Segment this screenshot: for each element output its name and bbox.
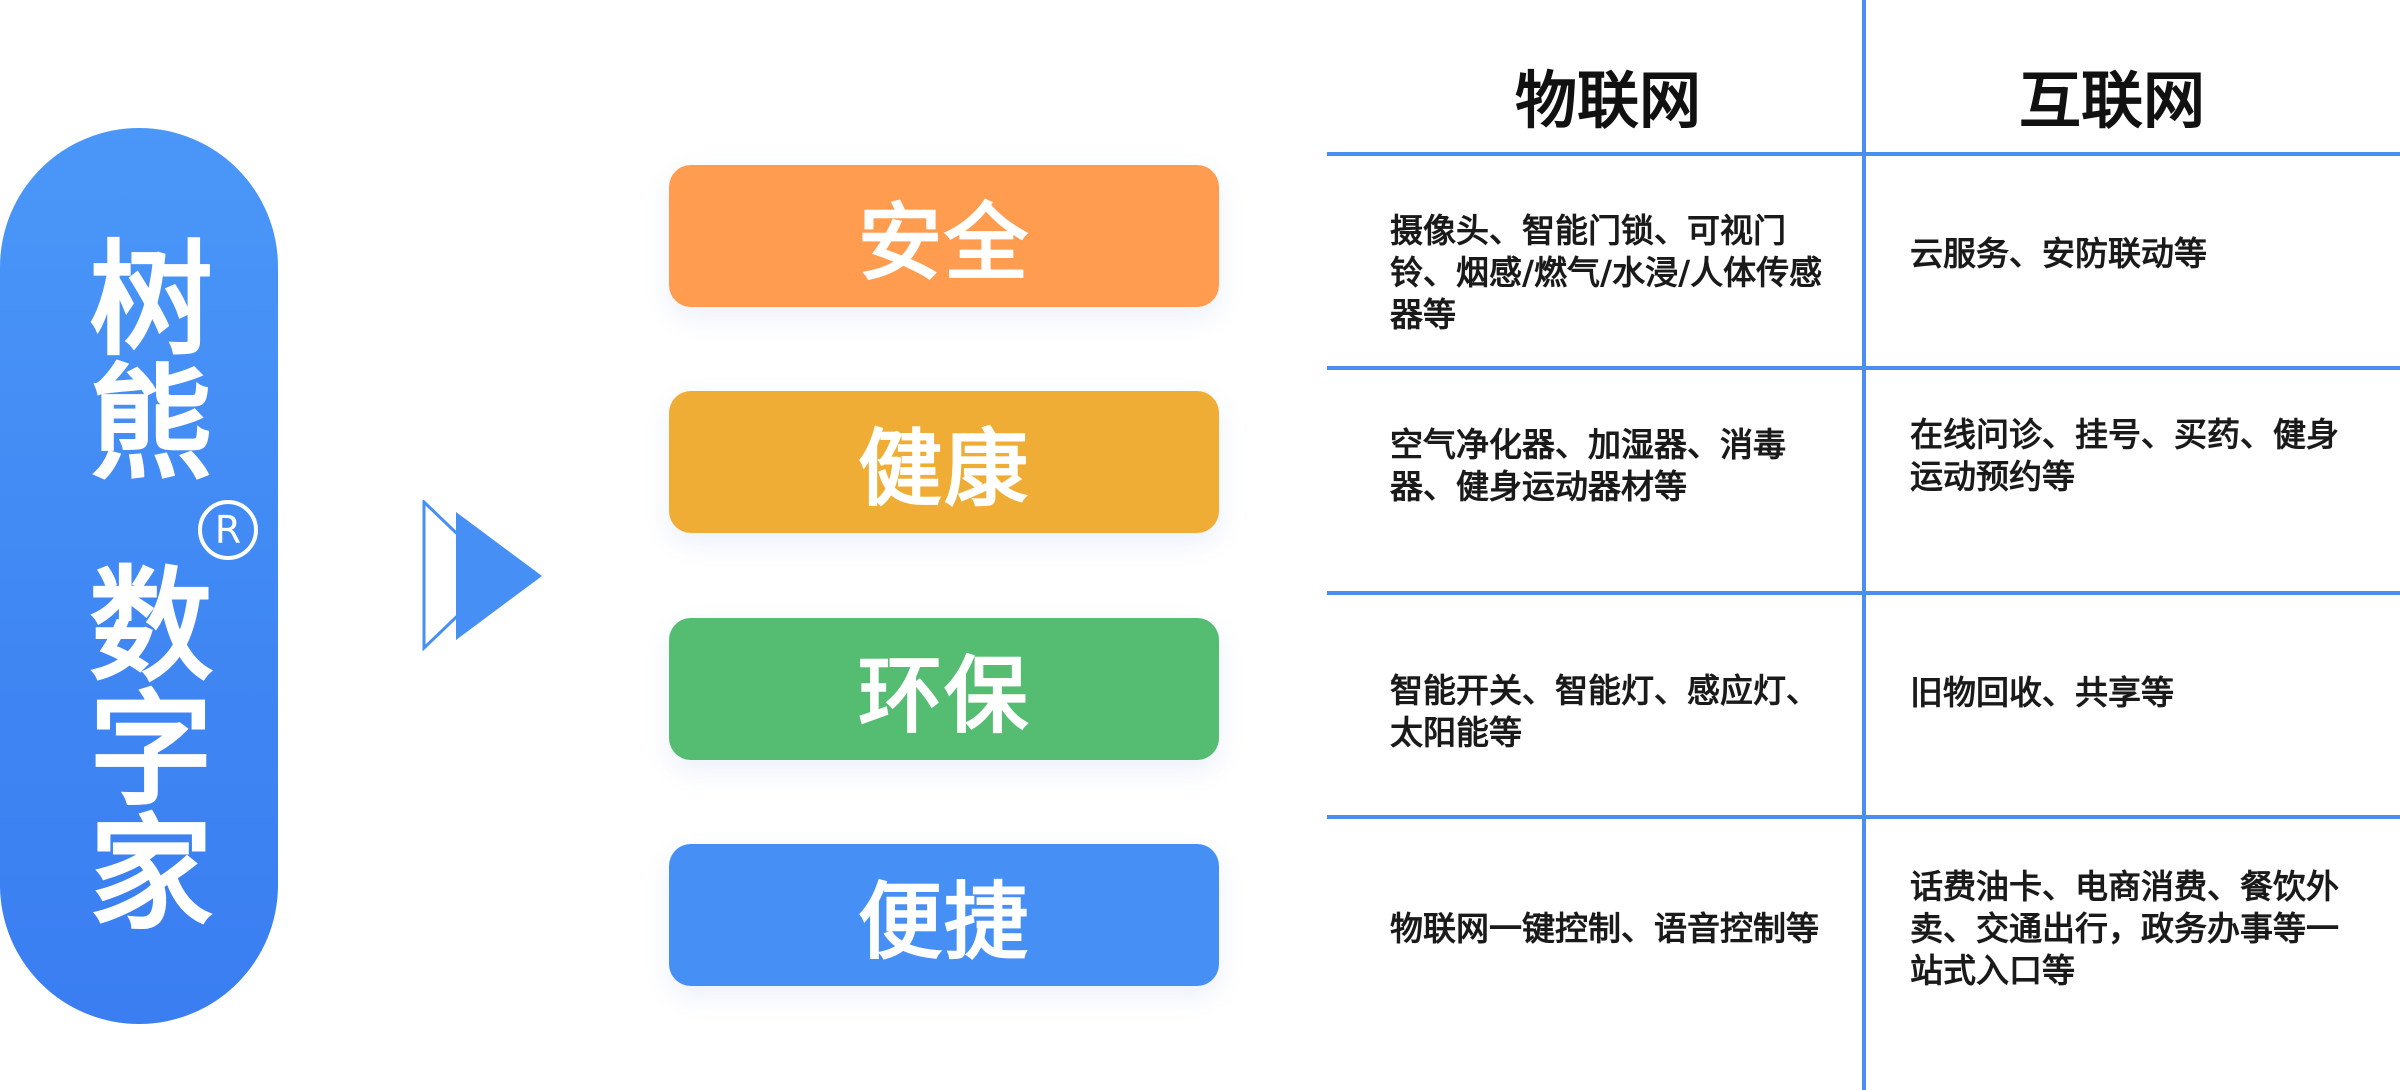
table-column-divider — [1862, 0, 1866, 1090]
table-cell-internet-eco: 旧物回收、共享等 — [1910, 673, 2174, 712]
table-row-divider — [1327, 815, 2400, 819]
table-cell-iot-health: 空气净化器、加湿器、消毒器、健身运动器材等 — [1390, 425, 1786, 506]
table-header-divider — [1327, 152, 2400, 156]
table-row-divider — [1327, 591, 2400, 595]
brand-pill — [0, 128, 278, 1024]
column-header-internet: 互联网 — [2018, 64, 2205, 137]
table-cell-iot-security: 摄像头、智能门锁、可视门铃、烟感/燃气/水浸/人体传感器等 — [1390, 211, 1823, 334]
table-cell-internet-security: 云服务、安防联动等 — [1910, 234, 2207, 273]
brand-name-line2: 数字家 — [67, 560, 211, 932]
category-convenience: 便捷 — [669, 844, 1219, 986]
arrow-right-icon — [422, 500, 542, 652]
table-cell-internet-convenience: 话费油卡、电商消费、餐饮外卖、交通出行，政务办事等一站式入口等 — [1910, 867, 2339, 990]
category-security: 安全 — [669, 165, 1219, 307]
category-health: 健康 — [669, 391, 1219, 533]
table-cell-internet-health: 在线问诊、挂号、买药、健身运动预约等 — [1910, 415, 2339, 496]
table-row-divider — [1327, 366, 2400, 370]
brand-name-line1: 树熊 — [67, 234, 211, 482]
table-cell-iot-convenience: 物联网一键控制、语音控制等 — [1390, 909, 1819, 948]
registered-mark-icon: R — [198, 500, 258, 560]
table-cell-iot-eco: 智能开关、智能灯、感应灯、太阳能等 — [1390, 671, 1819, 752]
column-header-iot: 物联网 — [1514, 64, 1701, 137]
category-eco: 环保 — [669, 618, 1219, 760]
